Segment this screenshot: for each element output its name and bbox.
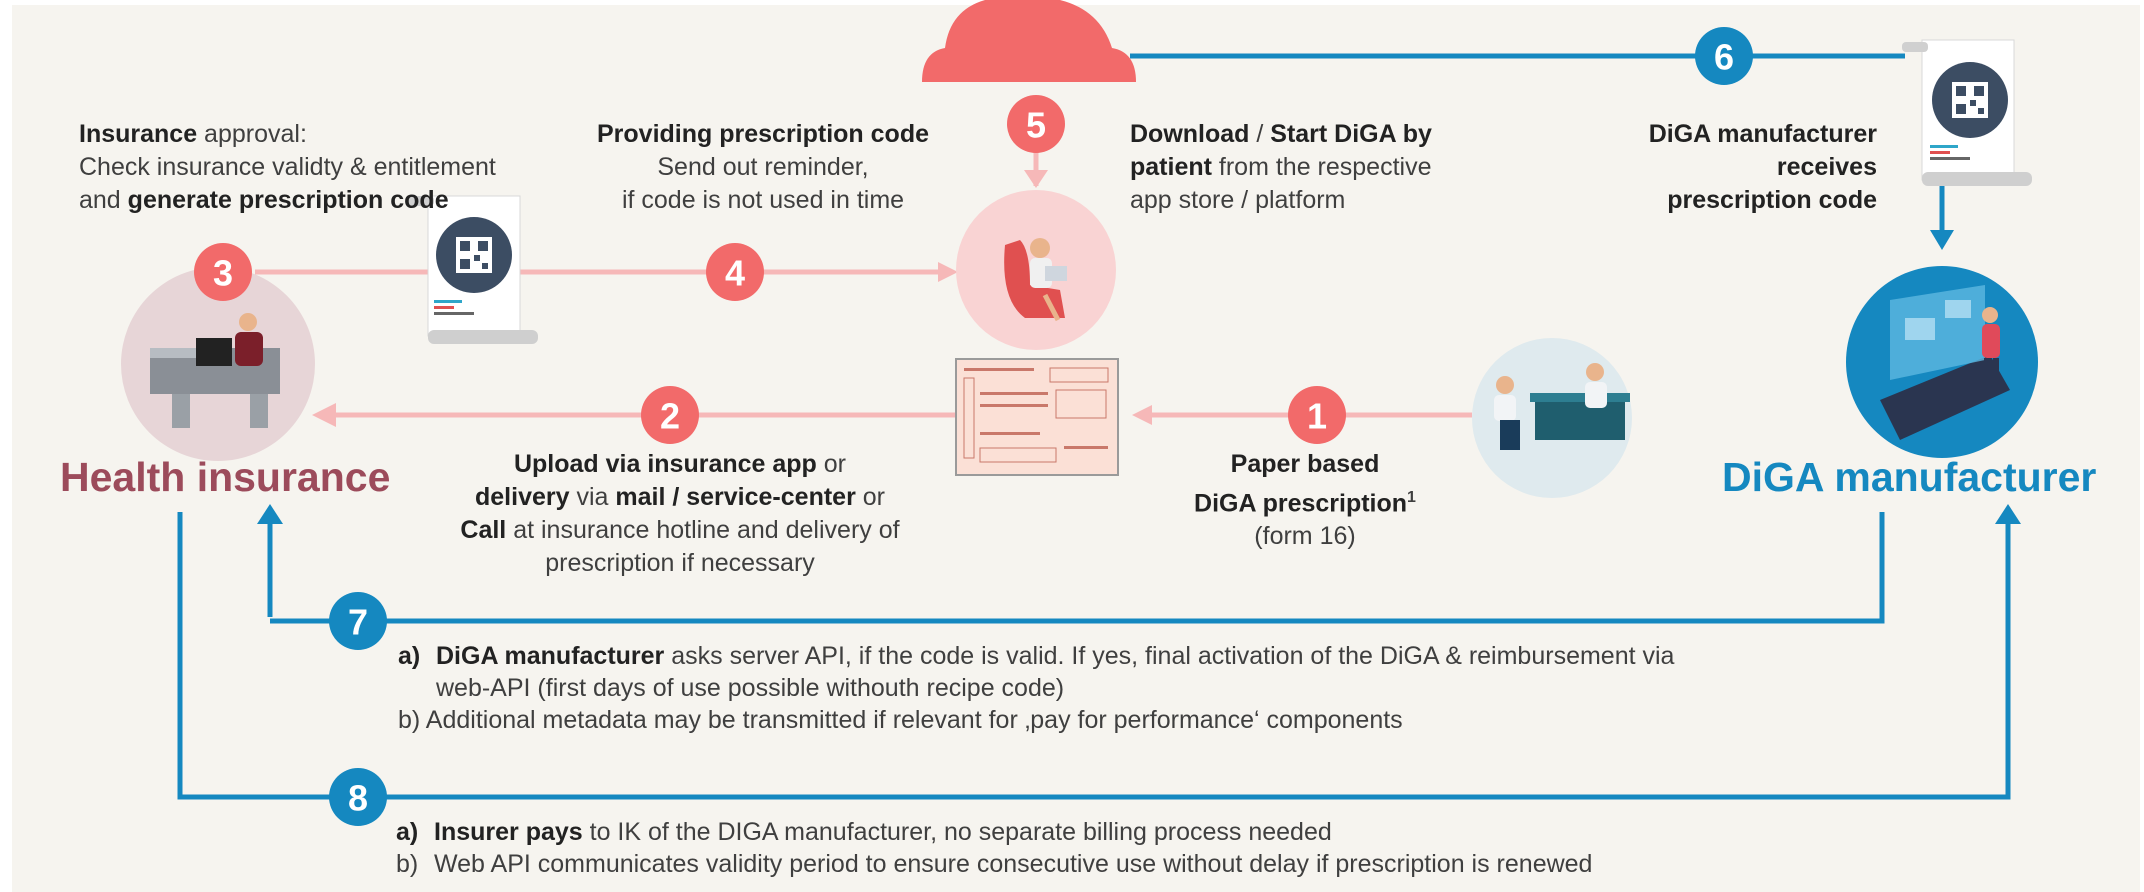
step-1-number: 1 [1307,396,1327,437]
patient-illustration [956,190,1116,350]
step-2-number: 2 [660,396,680,437]
blue-connectors [177,53,2011,800]
prescription-code-received-icon [1902,39,2032,186]
cloud-icon [922,0,1136,82]
insurance-approval-text: Insurance approval: Check insurance vali… [79,120,496,214]
step-2-marker: 2 [641,386,699,444]
step-8-details: a) Insurer pays to IK of the DIGA manufa… [396,818,1593,878]
prescription-code-document-icon [408,195,538,344]
form-16-prescription-icon [955,358,1119,476]
step-7-number: 7 [348,602,368,643]
upload-delivery-text: Upload via insurance app or delivery via… [460,450,900,577]
step-8-marker: 8 [329,768,387,826]
step-5-number: 5 [1026,105,1046,146]
health-insurance-title: Health insurance [60,454,391,500]
health-insurance-illustration [121,267,315,461]
step-4-number: 4 [725,253,745,294]
paper-prescription-text: Paper based DiGA prescription1 (form 16) [1194,450,1416,551]
download-start-diga-text: Download / Start DiGA by patient from th… [1130,120,1432,214]
diga-manufacturer-title: DiGA manufacturer [1722,454,2097,500]
step-3-number: 3 [213,253,233,294]
step-6-number: 6 [1714,37,1734,78]
diga-manufacturer-illustration [1846,266,2038,458]
step-4-marker: 4 [706,243,764,301]
blue-arrowheads [257,230,2021,524]
step-3-marker: 3 [194,243,252,301]
step-1-marker: 1 [1288,386,1346,444]
step-7-marker: 7 [329,592,387,650]
manufacturer-receives-code-text: DiGA manufacturer receives prescription … [1648,120,1877,214]
red-arrowheads [312,170,1152,427]
providing-code-text: Providing prescription code Send out rem… [597,120,929,214]
step-6-marker: 6 [1695,27,1753,85]
step-7-details: a) DiGA manufacturer asks server API, if… [398,642,1675,734]
step-8-number: 8 [348,778,368,819]
doctor-illustration [1472,338,1632,498]
step-5-marker: 5 [1007,95,1065,153]
